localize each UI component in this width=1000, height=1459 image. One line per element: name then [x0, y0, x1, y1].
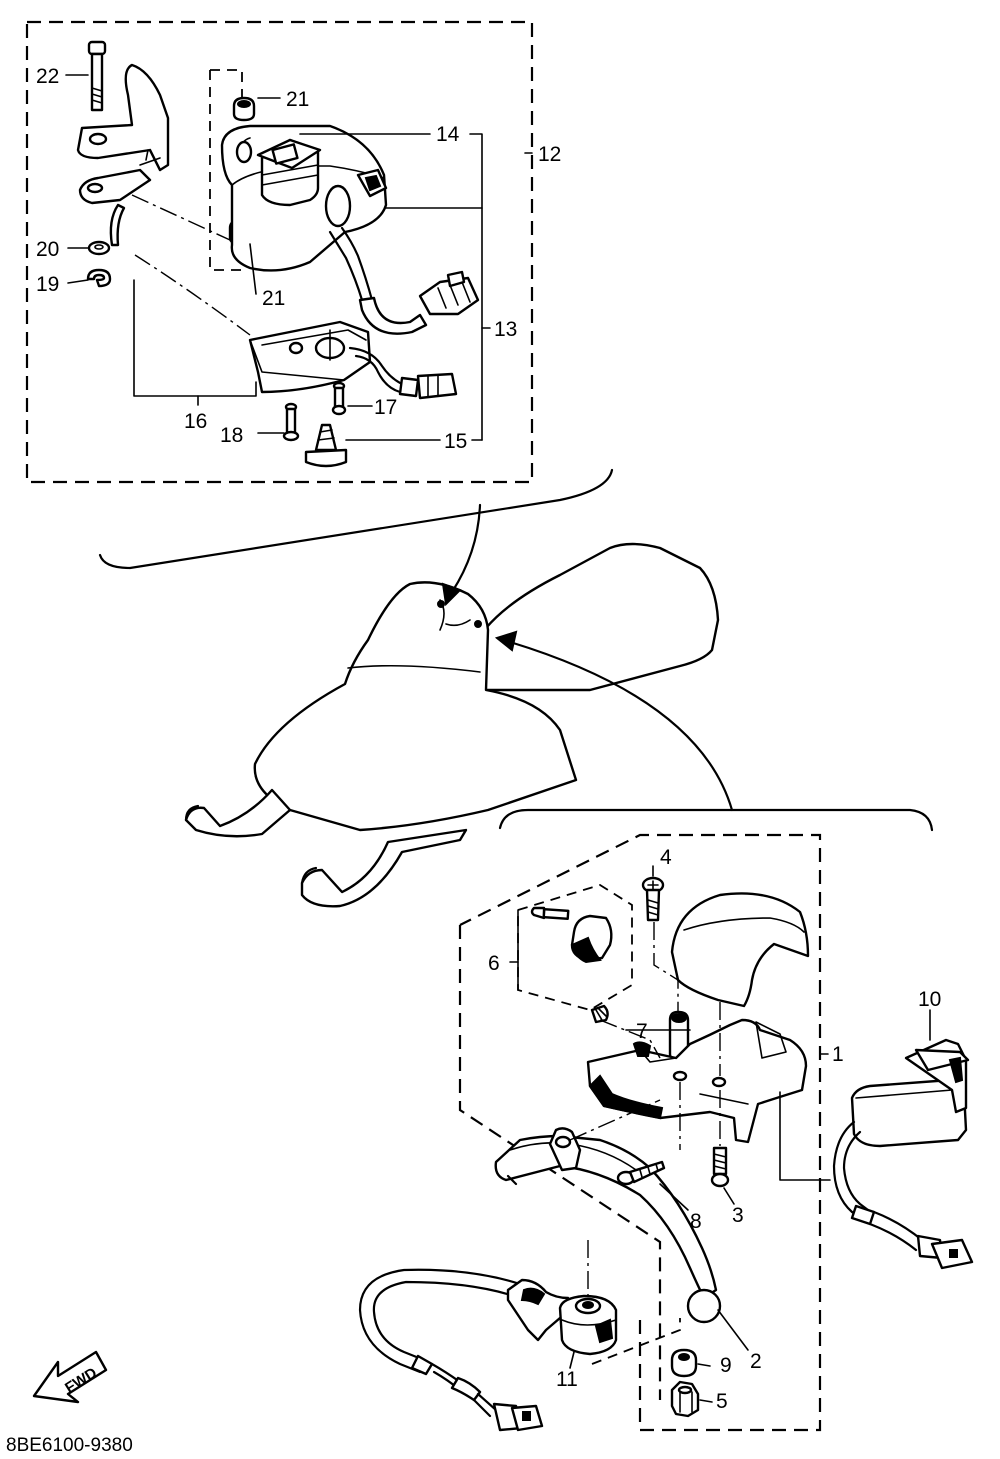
screw-18: [282, 402, 300, 442]
grommet-21-top: [232, 96, 256, 122]
callout-17: 17: [374, 396, 397, 419]
callout-20: 20: [36, 238, 59, 261]
brake-lever-2: [494, 1127, 722, 1324]
lower-cover-16: [248, 320, 458, 400]
top-brace-line: [98, 468, 614, 570]
top-inset-dashed-box: [25, 20, 534, 484]
drawing-code: 8BE6100-9380: [6, 1435, 133, 1456]
callout-9: 9: [720, 1354, 732, 1377]
callout-8: 8: [690, 1210, 702, 1233]
mounting-bracket: [76, 63, 170, 247]
washer-9: [670, 1348, 698, 1378]
lever-bracket-1: [586, 1018, 808, 1144]
bolt-15: [304, 423, 348, 468]
callout-16: 16: [184, 410, 207, 433]
nut-5: [670, 1380, 700, 1418]
callout-15: 15: [444, 430, 467, 453]
callout-labels: 22 21 14 12 20 19 21 13 17 16 18 15 4 6 …: [36, 65, 941, 1413]
callout-21-top: 21: [286, 88, 309, 111]
brake-switch-11: [358, 1268, 618, 1432]
callout-22: 22: [36, 65, 59, 88]
lock-washer-19: [86, 268, 112, 288]
callout-14: 14: [436, 123, 460, 146]
bottom-inset-dashed-box: [458, 833, 822, 1432]
callout-2: 2: [750, 1350, 762, 1373]
callout-1: 1: [832, 1043, 844, 1066]
callout-4: 4: [660, 846, 672, 869]
forward-direction-arrow: FWD: [32, 1350, 108, 1404]
lever-cover: [670, 892, 810, 1008]
screw-8: [616, 1160, 666, 1186]
callout-11: 11: [556, 1368, 578, 1391]
switch-6: [530, 906, 613, 1024]
screw-4: [641, 876, 665, 922]
callout-13: 13: [494, 318, 517, 341]
callout-5: 5: [716, 1390, 728, 1413]
screw-3: [710, 1146, 730, 1188]
callout-10: 10: [918, 988, 941, 1011]
bolt-22: [87, 40, 107, 112]
callout-19: 19: [36, 273, 59, 296]
bottom-assembly-group: [358, 833, 974, 1432]
callout-18: 18: [220, 424, 243, 447]
arrow-bottom: [508, 640, 734, 812]
callout-12: 12: [538, 143, 561, 166]
throttle-case-14: [220, 124, 388, 272]
callout-6: 6: [488, 952, 500, 975]
top-assembly-group: [25, 20, 534, 484]
arrow-top: [450, 503, 482, 594]
connector-10: [832, 1038, 974, 1270]
callout-3: 3: [732, 1204, 744, 1227]
bottom-brace-line: [498, 808, 934, 832]
harness-14: [328, 226, 480, 335]
screw-17: [331, 381, 347, 416]
callout-7: 7: [636, 1020, 648, 1043]
washer-20: [87, 240, 111, 256]
callout-21-bottom: 21: [262, 287, 285, 310]
